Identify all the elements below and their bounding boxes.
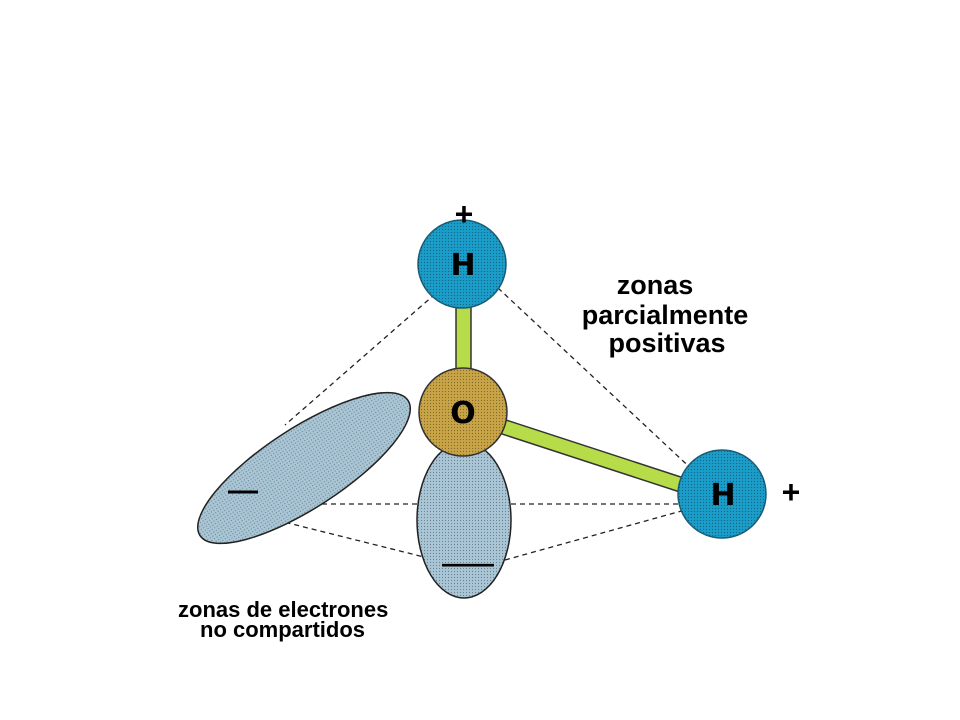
lone-pair-bottom: ——	[416, 441, 512, 599]
unshared-electrons-label: zonas de electrones no compartidos	[178, 597, 388, 642]
positive-zones-line-2: parcialmente	[582, 300, 749, 330]
hydrogen-right-symbol: H	[710, 478, 735, 513]
positive-zones-line-1: zonas	[617, 270, 694, 300]
hydrogen-top-symbol: H	[450, 248, 475, 283]
positive-zones-label: zonas parcialmente positivas	[582, 270, 749, 358]
edge-left-lobe-to-bottom-lobe	[267, 517, 429, 559]
unshared-electrons-line-2: no compartidos	[200, 617, 365, 642]
oxygen-atom: O	[418, 367, 508, 457]
bond-o-h-right	[495, 417, 691, 495]
positive-zones-line-3: positivas	[608, 328, 725, 358]
hydrogen-atom-top: H	[417, 219, 507, 309]
lone-pair-left: —	[196, 391, 412, 545]
edge-top-h-to-left-lobe	[284, 287, 443, 426]
unshared-electrons-line-1: zonas de electrones	[178, 597, 388, 622]
hydrogen-right-charge: +	[782, 474, 801, 510]
edge-top-h-to-right-h	[497, 287, 699, 476]
oxygen-symbol: O	[450, 396, 476, 431]
tetrahedron-edges	[267, 287, 699, 561]
lone-pair-left-charge: —	[228, 474, 258, 507]
lone-pair-bottom-charge: ——	[442, 548, 494, 578]
hydrogen-top-charge: +	[455, 196, 474, 232]
hydrogen-atom-right: H	[677, 449, 767, 539]
edge-bottom-lobe-to-right-h	[504, 509, 686, 561]
